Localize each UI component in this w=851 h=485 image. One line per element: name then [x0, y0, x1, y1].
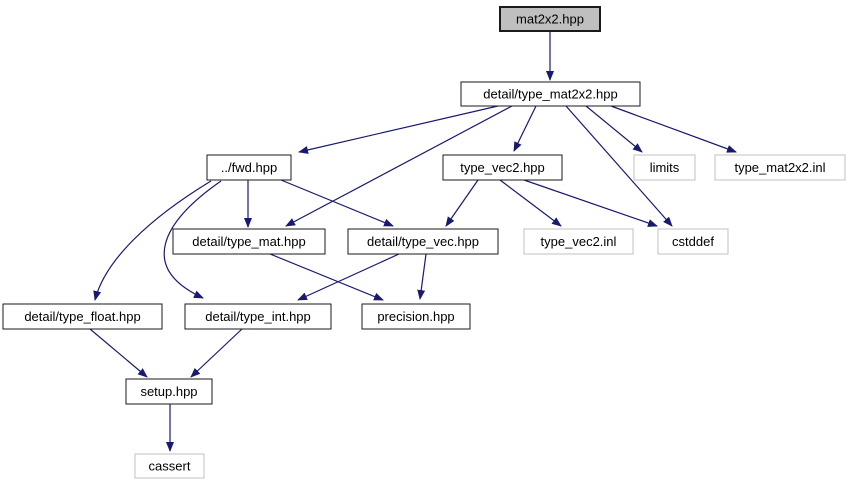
- edge-type_mat2x2-to-cstddef: [565, 105, 673, 227]
- edge-type_float-to-setup: [89, 328, 148, 378]
- node-type_mat2x2[interactable]: detail/type_mat2x2.hpp: [460, 81, 641, 107]
- edges-layer: [89, 31, 737, 452]
- node-label-fwd: ../fwd.hpp: [221, 160, 277, 175]
- node-type_vec[interactable]: detail/type_vec.hpp: [347, 228, 499, 255]
- node-type_vec2_inl: type_vec2.inl: [523, 228, 634, 255]
- edge-type_mat-to-precision: [269, 253, 384, 301]
- node-label-limits: limits: [650, 160, 680, 175]
- node-type_vec2[interactable]: type_vec2.hpp: [442, 154, 563, 181]
- edge-type_mat2x2-to-type_vec2: [513, 105, 537, 152]
- node-label-type_vec: detail/type_vec.hpp: [367, 234, 479, 249]
- edge-fwd-to-type_int: [163, 180, 222, 299]
- node-label-setup: setup.hpp: [140, 384, 197, 399]
- node-box-type_mat2x2_inl: [714, 154, 846, 181]
- node-box-type_vec: [347, 228, 499, 255]
- edge-type_vec-to-precision: [417, 253, 427, 300]
- node-box-type_float: [2, 303, 163, 330]
- node-box-cassert: [134, 453, 205, 479]
- edge-type_vec2-to-type_vec: [445, 179, 479, 227]
- node-label-cassert: cassert: [149, 459, 191, 474]
- node-box-fwd: [206, 154, 292, 181]
- node-label-type_mat2x2: detail/type_mat2x2.hpp: [483, 87, 617, 102]
- node-mat2x2: mat2x2.hpp: [499, 6, 601, 32]
- node-label-type_int: detail/type_int.hpp: [205, 309, 311, 324]
- node-box-limits: [633, 154, 696, 181]
- node-box-precision: [361, 303, 471, 330]
- node-label-type_vec2: type_vec2.hpp: [460, 160, 545, 175]
- node-cstddef: cstddef: [657, 228, 729, 255]
- edge-type_mat2x2-to-limits: [585, 105, 643, 153]
- edge-type_int-to-setup: [190, 328, 243, 378]
- edge-fwd-to-type_float: [93, 180, 212, 301]
- node-box-type_vec2: [442, 154, 563, 181]
- node-label-type_mat2x2_inl: type_mat2x2.inl: [734, 160, 825, 175]
- node-label-cstddef: cstddef: [672, 234, 714, 249]
- node-label-type_vec2_inl: type_vec2.inl: [541, 234, 617, 249]
- node-fwd[interactable]: ../fwd.hpp: [206, 154, 292, 181]
- edge-type_mat2x2-to-fwd: [298, 105, 499, 154]
- node-type_mat2x2_inl: type_mat2x2.inl: [714, 154, 846, 181]
- node-type_mat[interactable]: detail/type_mat.hpp: [172, 228, 326, 255]
- node-box-type_mat2x2: [460, 81, 641, 107]
- node-box-cstddef: [657, 228, 729, 255]
- node-label-type_float: detail/type_float.hpp: [24, 309, 140, 324]
- edge-type_vec2-to-type_vec2_inl: [499, 179, 562, 227]
- node-label-precision: precision.hpp: [377, 309, 454, 324]
- node-label-mat2x2: mat2x2.hpp: [516, 12, 584, 27]
- node-cassert: cassert: [134, 453, 205, 479]
- node-box-type_vec2_inl: [523, 228, 634, 255]
- node-box-type_int: [184, 303, 332, 330]
- node-type_float[interactable]: detail/type_float.hpp: [2, 303, 163, 330]
- nodes-layer: mat2x2.hpp detail/type_mat2x2.hpp ../fwd.h…: [2, 6, 846, 479]
- node-box-type_mat: [172, 228, 326, 255]
- node-type_int[interactable]: detail/type_int.hpp: [184, 303, 332, 330]
- node-label-type_mat: detail/type_mat.hpp: [192, 234, 305, 249]
- edge-fwd-to-type_vec: [280, 179, 394, 227]
- node-setup[interactable]: setup.hpp: [125, 378, 213, 405]
- node-limits: limits: [633, 154, 696, 181]
- edge-type_vec-to-type_int: [297, 253, 400, 301]
- node-box-setup: [125, 378, 213, 405]
- edge-type_mat2x2-to-type_mat2x2_inl: [610, 105, 737, 153]
- edge-type_vec2-to-cstddef: [523, 179, 658, 227]
- node-precision[interactable]: precision.hpp: [361, 303, 471, 330]
- edge-type_mat2x2-to-type_mat: [285, 105, 513, 227]
- node-box-mat2x2: [499, 6, 601, 32]
